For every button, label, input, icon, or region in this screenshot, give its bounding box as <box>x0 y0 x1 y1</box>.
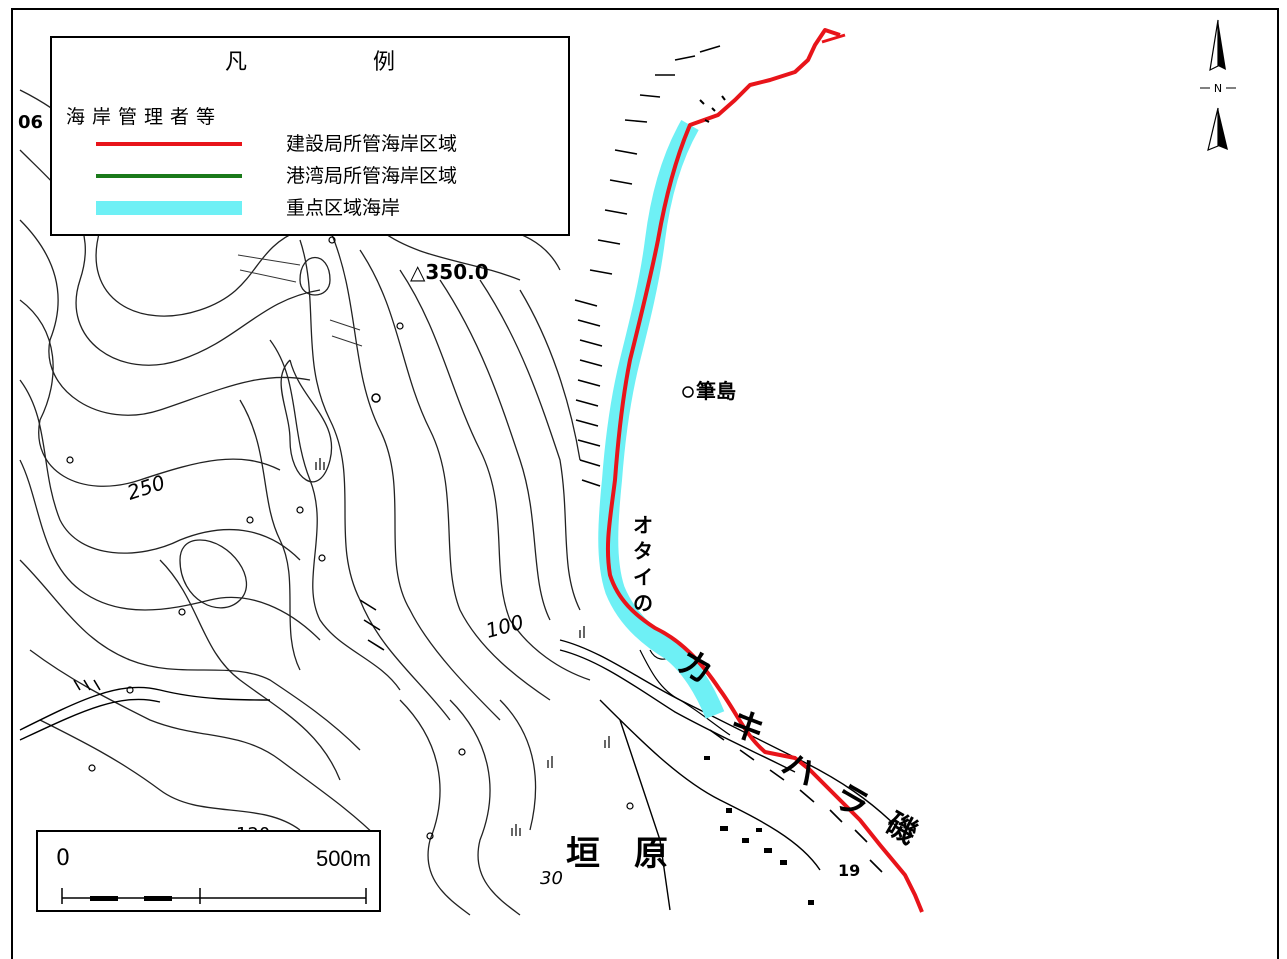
edge-number-label: 06 <box>18 112 43 133</box>
legend-item-priority: 重点区域海岸 <box>96 194 566 224</box>
spot-elevation-19: 19 <box>838 861 860 880</box>
legend-red-line <box>96 142 242 146</box>
rock-label-otai: オタイの <box>633 513 653 615</box>
legend-item-port: 港湾局所管海岸区域 <box>96 162 566 192</box>
priority-coast-band <box>598 120 725 719</box>
field-symbols <box>315 458 610 836</box>
legend-cyan-band <box>96 201 242 215</box>
legend-label-construction: 建設局所管海岸区域 <box>286 133 458 155</box>
legend-title: 凡 例 <box>224 50 447 75</box>
map-legend: 凡 例 海岸管理者等 建設局所管海岸区域 港湾局所管海岸区域 重点区域海岸 <box>50 36 570 236</box>
legend-subtitle: 海岸管理者等 <box>66 106 223 128</box>
contour-100-label: 100 <box>483 610 526 643</box>
coast-edge-rocks <box>699 95 726 123</box>
scale-max-label: 500m <box>315 846 371 871</box>
legend-label-priority: 重点区域海岸 <box>286 197 401 219</box>
village-label: 垣 原 <box>566 834 668 874</box>
peak-elevation-label: △350.0 <box>410 260 489 284</box>
contour-30-label: 30 <box>540 868 563 889</box>
north-letter: N <box>1214 82 1222 95</box>
contour-250-label: 250 <box>124 470 168 505</box>
scale-bar: 0 500m <box>36 830 381 912</box>
legend-label-port: 港湾局所管海岸区域 <box>286 165 458 187</box>
orchard-symbols <box>66 236 634 840</box>
construction-bureau-coastline <box>605 28 924 913</box>
map-frame <box>11 8 1279 959</box>
roads <box>19 639 901 911</box>
scale-ruler <box>61 888 367 904</box>
terrace-lines <box>237 254 363 347</box>
legend-green-line <box>96 174 242 178</box>
island-name-label: 筆島 <box>696 379 736 403</box>
building-symbols <box>704 756 814 905</box>
scale-min-label: 0 <box>56 846 70 871</box>
island-symbol <box>682 386 694 398</box>
cliff-hatching <box>73 45 883 873</box>
north-arrow-icon: N <box>1200 19 1236 151</box>
legend-item-construction: 建設局所管海岸区域 <box>96 130 566 160</box>
